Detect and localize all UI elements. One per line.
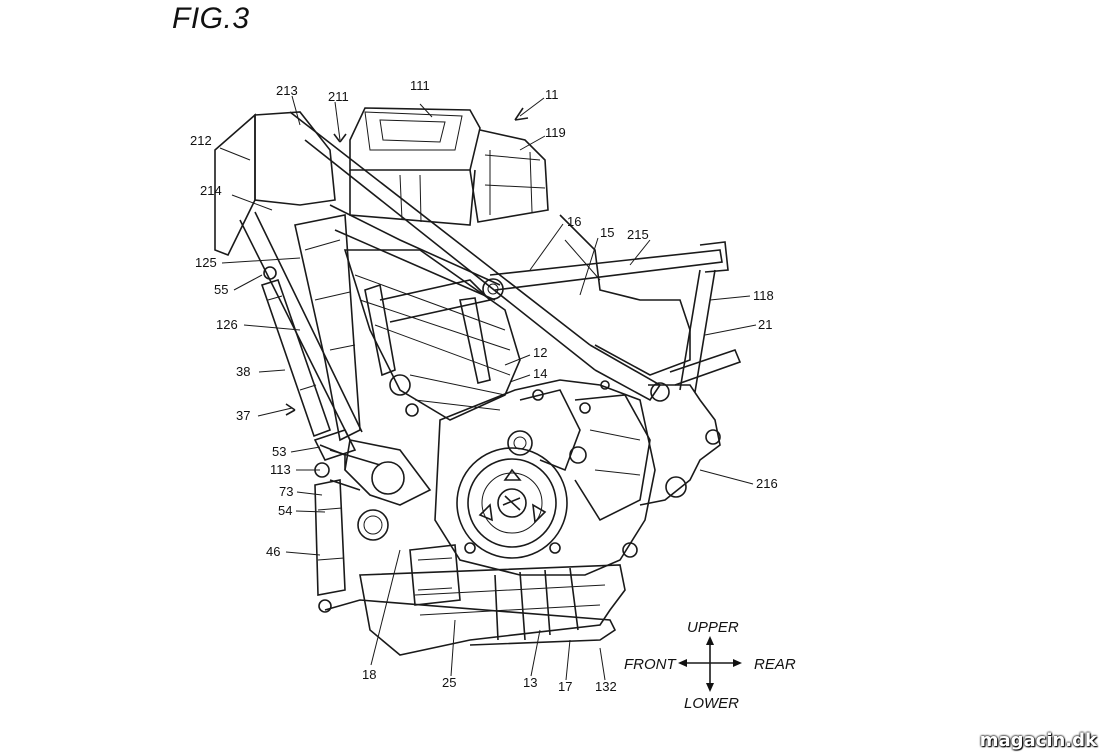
- label-25: 25: [442, 675, 456, 690]
- watermark: magacin.dk: [980, 730, 1097, 751]
- leader-lines: [220, 96, 756, 680]
- label-37: 37: [236, 408, 250, 423]
- label-16: 16: [567, 214, 581, 229]
- oil-pan: [325, 510, 625, 655]
- label-18: 18: [362, 667, 376, 682]
- exhaust-pipes: [295, 215, 430, 505]
- label-215: 215: [627, 227, 649, 242]
- airbox: [350, 108, 548, 225]
- label-14: 14: [533, 366, 547, 381]
- label-113: 113: [270, 462, 291, 477]
- label-54: 54: [278, 503, 292, 518]
- label-211: 211: [328, 89, 349, 104]
- label-213: 213: [276, 83, 298, 98]
- direction-lower: LOWER: [684, 695, 739, 712]
- label-119: 119: [545, 125, 566, 140]
- label-125: 125: [195, 255, 217, 270]
- label-13: 13: [523, 675, 537, 690]
- label-118: 118: [753, 288, 774, 303]
- label-53: 53: [272, 444, 286, 459]
- direction-upper: UPPER: [687, 619, 739, 636]
- front-suspension: [262, 267, 380, 612]
- label-46: 46: [266, 544, 280, 559]
- label-212: 212: [190, 133, 212, 148]
- label-214: 214: [200, 183, 222, 198]
- label-38: 38: [236, 364, 250, 379]
- label-55: 55: [214, 282, 228, 297]
- label-11: 11: [545, 87, 559, 102]
- cylinder-block: [345, 250, 520, 420]
- direction-indicator: UPPER FRONT REAR LOWER: [624, 619, 796, 712]
- crankcase: [435, 380, 655, 575]
- label-73: 73: [279, 484, 293, 499]
- direction-front: FRONT: [624, 656, 677, 673]
- label-12: 12: [533, 345, 547, 360]
- label-21: 21: [758, 317, 772, 332]
- label-126: 126: [216, 317, 238, 332]
- label-216: 216: [756, 476, 778, 491]
- label-17: 17: [558, 679, 572, 694]
- label-15: 15: [600, 225, 614, 240]
- reference-numerals: 111 11 213 211 119 212 214 16 15 215 125…: [190, 78, 778, 694]
- label-111: 111: [410, 78, 430, 93]
- label-132: 132: [595, 679, 617, 694]
- tank: [560, 215, 690, 375]
- direction-rear: REAR: [754, 656, 796, 673]
